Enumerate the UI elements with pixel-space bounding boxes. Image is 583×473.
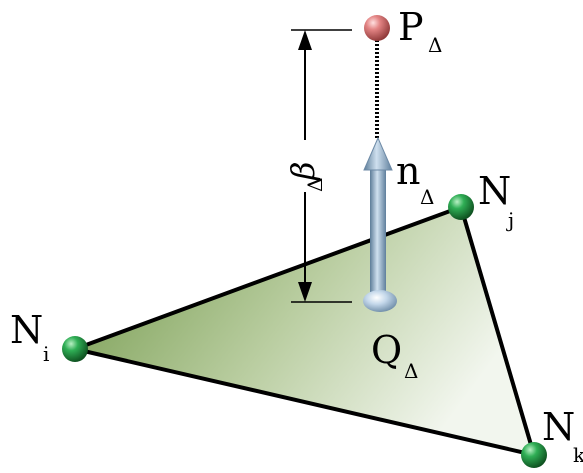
label-beta: β xyxy=(284,162,322,182)
label-n: n xyxy=(396,149,420,193)
dimension-arrow-bottom xyxy=(298,282,312,302)
label-ni-sub: i xyxy=(43,342,49,366)
normal-vector-arrow xyxy=(363,136,393,296)
label-ni: N xyxy=(10,308,43,352)
point-q xyxy=(363,290,397,312)
node-k xyxy=(521,442,547,468)
point-p xyxy=(364,15,390,41)
triangle-face xyxy=(73,205,536,457)
node-j xyxy=(448,194,474,220)
label-p: P xyxy=(398,5,424,49)
label-nj: N xyxy=(478,169,511,213)
label-p-sub: Δ xyxy=(428,33,442,57)
label-nj-sub: j xyxy=(506,208,514,232)
label-q-sub: Δ xyxy=(404,359,418,383)
node-i xyxy=(62,336,88,362)
label-q: Q xyxy=(371,328,402,372)
label-n-sub: Δ xyxy=(420,185,434,209)
dimension-arrow-top xyxy=(298,30,312,50)
label-beta-sub: Δ xyxy=(303,178,327,192)
label-nk-sub: k xyxy=(573,443,583,467)
beta-dimension xyxy=(291,29,352,303)
label-nk: N xyxy=(542,405,575,449)
